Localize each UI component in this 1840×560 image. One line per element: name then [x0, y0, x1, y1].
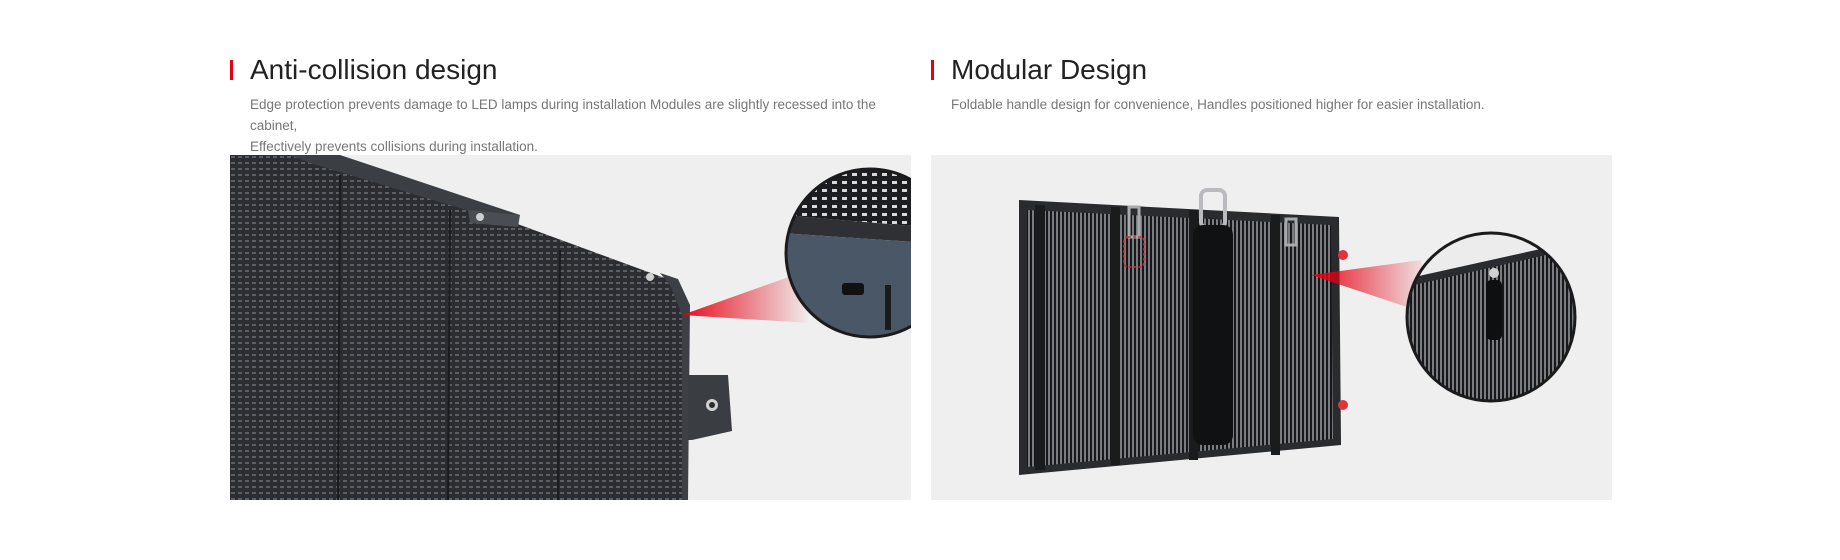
feature-description-line: Foldable handle design for convenience, …	[951, 97, 1485, 112]
led-cabinet-back-illustration	[1019, 188, 1577, 475]
feature-header: Modular Design Foldable handle design fo…	[931, 52, 1612, 115]
feature-title-row: Modular Design	[931, 52, 1612, 88]
feature-description-line: Effectively prevents collisions during i…	[250, 139, 538, 154]
led-cabinet-edge-illustration	[230, 155, 911, 500]
feature-description: Foldable handle design for convenience, …	[951, 94, 1611, 115]
feature-title: Modular Design	[951, 54, 1148, 85]
feature-title-row: Anti-collision design	[230, 52, 911, 88]
feature-section: Anti-collision design Edge protection pr…	[230, 0, 1612, 560]
feature-description: Edge protection prevents damage to LED l…	[250, 94, 910, 157]
accent-bar-icon	[230, 60, 233, 80]
led-panel-shape	[230, 155, 688, 500]
highlight-beam-icon	[682, 273, 810, 323]
feature-header: Anti-collision design Edge protection pr…	[230, 52, 911, 157]
led-cabinet-handle-closeup-image	[931, 155, 1612, 500]
feature-description-line: Edge protection prevents damage to LED l…	[250, 97, 876, 133]
highlight-beam-icon	[1311, 260, 1431, 315]
feature-title: Anti-collision design	[250, 54, 498, 85]
led-cabinet-edge-closeup-image	[230, 155, 911, 500]
zoom-detail-icon	[1407, 233, 1575, 401]
feature-anti-collision: Anti-collision design Edge protection pr…	[230, 0, 911, 560]
accent-bar-icon	[931, 60, 934, 80]
feature-modular-design: Modular Design Foldable handle design fo…	[931, 0, 1612, 560]
